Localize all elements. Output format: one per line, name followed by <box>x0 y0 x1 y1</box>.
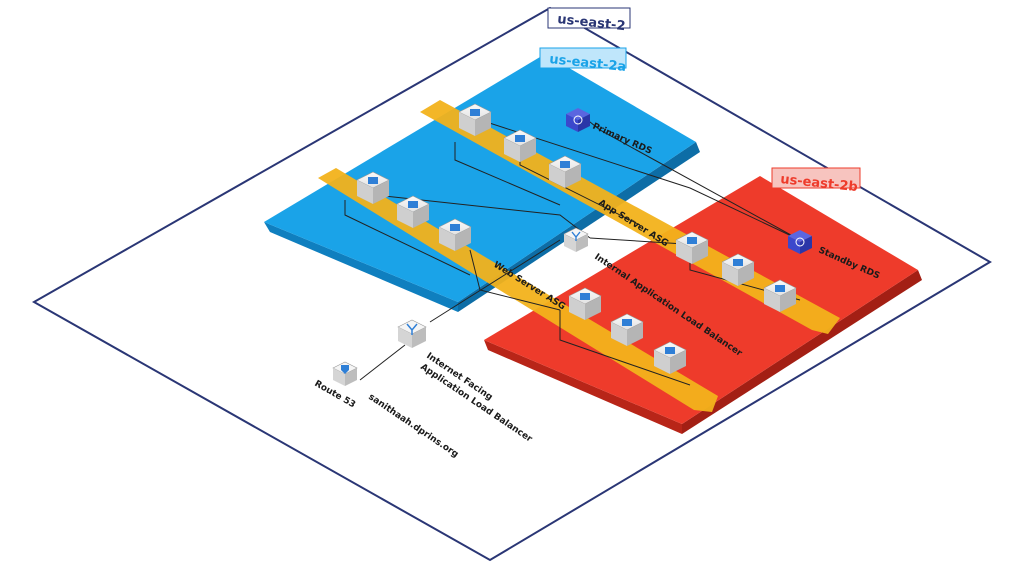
web-instance-2b-3[interactable] <box>653 341 687 374</box>
app-instance-2a-1[interactable] <box>458 103 492 136</box>
web-instance-2b-1[interactable] <box>568 287 602 320</box>
app-instance-2b-1[interactable] <box>675 231 709 264</box>
ec2-icon <box>515 135 525 142</box>
load-balancer-icon <box>406 323 418 335</box>
ec2-icon <box>560 161 570 168</box>
ec2-icon <box>733 259 743 266</box>
web-instance-2a-3[interactable] <box>438 218 472 251</box>
web-instance-2b-2[interactable] <box>610 313 644 346</box>
route53[interactable] <box>332 361 358 386</box>
web-instance-2a-2[interactable] <box>396 195 430 228</box>
ec2-icon <box>665 347 675 354</box>
database-icon <box>573 115 583 125</box>
app-instance-2b-3[interactable] <box>763 279 797 312</box>
app-instance-2a-2[interactable] <box>503 129 537 162</box>
app-instance-2b-2[interactable] <box>721 253 755 286</box>
database-icon <box>795 237 805 247</box>
ec2-icon <box>580 293 590 300</box>
ec2-icon <box>687 237 697 244</box>
region-label: us-east-2 <box>557 12 627 34</box>
shield-icon <box>341 365 349 374</box>
ec2-icon <box>368 177 378 184</box>
ec2-icon <box>470 109 480 116</box>
ec2-icon <box>408 201 418 208</box>
rds-primary[interactable] <box>566 108 590 132</box>
az-2a-label-box <box>539 47 627 69</box>
internal-alb[interactable] <box>563 227 589 252</box>
load-balancer-icon <box>571 231 581 241</box>
app-instance-2a-3[interactable] <box>548 155 582 188</box>
web-instance-2a-1[interactable] <box>356 171 390 204</box>
ec2-icon <box>775 285 785 292</box>
az-2b-label-box <box>771 167 861 189</box>
rds-standby[interactable] <box>788 230 812 254</box>
internet-facing-alb[interactable] <box>397 319 427 348</box>
ec2-icon <box>622 319 632 326</box>
region-label-box <box>547 7 631 29</box>
ec2-icon <box>450 224 460 231</box>
web-asg-band <box>318 168 718 412</box>
